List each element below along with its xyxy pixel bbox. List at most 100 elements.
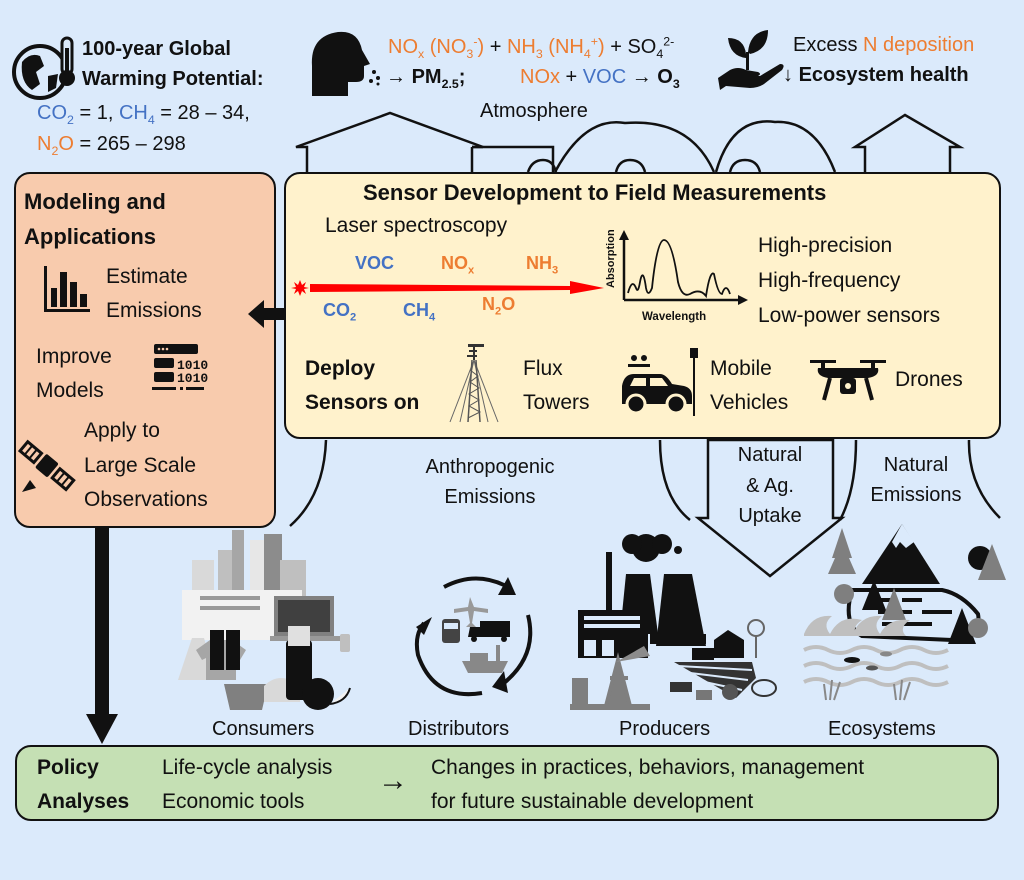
atmosphere-flow-arrows xyxy=(295,111,965,173)
platform-mobile-vehicles: Mobile Vehicles xyxy=(710,352,788,420)
sector-distributors: Distributors xyxy=(408,718,510,740)
estimate-line2: Emissions xyxy=(106,299,202,322)
uptake-down-arrow xyxy=(694,438,846,578)
distributors-illustration xyxy=(414,576,533,697)
mobile-line2: Vehicles xyxy=(710,391,789,414)
gas-n2o: N2O xyxy=(482,294,516,318)
gwp-values-line1: CO2 = 1, CH4 = 28 – 34, xyxy=(37,100,250,126)
nh3-label: NH3 (NH4+) xyxy=(506,34,605,61)
anthro-line1: Anthropogenic xyxy=(425,456,555,478)
laser-beam-arrow xyxy=(291,280,604,296)
apply-line1: Apply to xyxy=(84,419,160,442)
sensor-features: High-precision High-frequency Low-power … xyxy=(758,228,940,333)
ozone-formation: NOx + VOC → O3 xyxy=(520,66,680,91)
policy-title-line2: Analyses xyxy=(37,790,130,813)
policy-title: Policy Analyses xyxy=(37,751,129,819)
gas-nh3: NH3 xyxy=(526,253,559,277)
improve-line2: Models xyxy=(36,379,104,402)
platform-flux-towers: Flux Towers xyxy=(523,352,590,420)
uptake-label: Natural & Ag. Uptake xyxy=(708,440,832,532)
apply-line3: Observations xyxy=(84,488,208,511)
flux-line2: Towers xyxy=(523,391,590,414)
consumers-illustration xyxy=(178,530,351,710)
airplane-icon xyxy=(454,597,488,627)
improve-line1: Improve xyxy=(36,345,112,368)
n-deposition-label: N deposition xyxy=(863,34,975,56)
gwp-title: 100-year Global Warming Potential: xyxy=(82,36,263,92)
natural-emissions-label: Natural Emissions xyxy=(862,450,970,510)
gas-voc: VOC xyxy=(355,253,395,273)
gwp-title-line1: 100-year Global xyxy=(82,38,231,60)
policy-tool-economic: Economic tools xyxy=(162,790,305,813)
apply-line2: Large Scale xyxy=(84,453,197,477)
nox-label: NOx (NO3-) xyxy=(388,34,485,61)
flux-line1: Flux xyxy=(523,357,563,380)
natural-line2: Emissions xyxy=(870,484,962,506)
o3-label: O3 xyxy=(657,66,680,91)
spectrum-xlabel: Wavelength xyxy=(642,311,706,323)
ship-icon xyxy=(462,661,508,673)
svg-text:1010: 1010 xyxy=(177,371,208,386)
anthro-line2: Emissions xyxy=(444,486,536,508)
mobile-line1: Mobile xyxy=(710,357,772,380)
uptake-line2: & Ag. xyxy=(746,474,794,497)
gwp-title-line2: Warming Potential: xyxy=(82,68,264,90)
flux-tower-icon xyxy=(449,344,499,423)
uptake-line1: Natural xyxy=(737,444,803,466)
feature-low-power: Low-power sensors xyxy=(758,304,941,327)
svg-text:1010: 1010 xyxy=(177,358,208,373)
sector-consumers: Consumers xyxy=(212,718,315,740)
satellite-icon xyxy=(17,439,76,492)
circulation-arc-2 xyxy=(714,120,837,173)
n2o-label: N2O xyxy=(37,133,74,158)
policy-outcome: Changes in practices, behaviors, managem… xyxy=(431,751,864,819)
ecosystems-illustration xyxy=(803,524,1006,701)
sensor-to-model-arrow xyxy=(248,300,284,328)
policy-arrow-icon: → xyxy=(378,764,408,797)
bar-chart-icon xyxy=(44,266,90,312)
modeling-item-apply: Apply to Large Scale Observations xyxy=(84,414,208,518)
feature-high-precision: High-precision xyxy=(758,234,893,257)
train-icon xyxy=(442,619,460,643)
natural-emissions-curve xyxy=(967,439,1001,519)
modeling-title-line2: Applications xyxy=(24,224,157,249)
nox2-label: NOx xyxy=(520,66,560,88)
co2-value: = 1, xyxy=(73,102,119,124)
modeling-title-line1: Modeling and xyxy=(24,189,166,214)
natural-line1: Natural xyxy=(883,454,949,476)
n-deposition-text: Excess N deposition xyxy=(793,34,975,56)
sensor-title: Sensor Development to Field Measurements xyxy=(363,180,827,205)
plant-hand-icon xyxy=(718,30,784,90)
policy-tool-lca: Life-cycle analysis xyxy=(162,756,333,779)
atmosphere-label: Atmosphere xyxy=(480,100,588,122)
deploy-line2: Sensors on xyxy=(305,391,420,414)
anthropogenic-flux-curve xyxy=(289,439,328,527)
gas-ch4: CH4 xyxy=(403,300,436,324)
laser-spectroscopy-label: Laser spectroscopy xyxy=(325,214,508,237)
modeling-applications-box xyxy=(14,172,276,528)
sector-ecosystems: Ecosystems xyxy=(828,718,936,740)
upward-flow-arrow xyxy=(295,111,484,172)
estimate-line1: Estimate xyxy=(106,265,188,288)
surface-flux-arrows xyxy=(289,438,1001,578)
policy-tools: Life-cycle analysis Economic tools xyxy=(162,751,332,819)
pm25-label: PM2.5; xyxy=(411,66,466,91)
policy-title-line1: Policy xyxy=(37,756,99,779)
voc-label: VOC xyxy=(582,66,627,88)
model-to-policy-arrow xyxy=(86,528,118,744)
breathing-head-icon xyxy=(311,31,380,96)
absorption-spectrum-icon: Absorption Wavelength xyxy=(605,229,748,323)
policy-outcome-line1: Changes in practices, behaviors, managem… xyxy=(431,756,865,779)
modeling-title: Modeling and Applications xyxy=(24,184,166,254)
modeling-item-estimate: Estimate Emissions xyxy=(106,260,202,328)
gas-nox: NOx xyxy=(441,253,475,277)
deploy-line1: Deploy xyxy=(305,357,376,380)
vehicle-icon xyxy=(622,348,698,416)
ecosystem-health-label: Ecosystem health xyxy=(798,64,969,86)
truck-icon xyxy=(480,621,510,637)
laser-source-icon xyxy=(291,280,309,296)
globe-thermometer-icon xyxy=(12,36,75,100)
producers-illustration xyxy=(570,534,777,710)
co2-label: CO2 xyxy=(37,102,74,127)
upward-arrow-right xyxy=(850,113,965,172)
